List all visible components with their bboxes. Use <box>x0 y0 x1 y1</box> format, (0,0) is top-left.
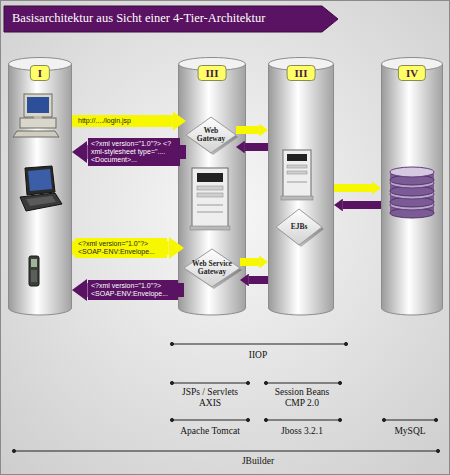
diamond-body <box>186 117 236 153</box>
bracket-end <box>170 381 173 384</box>
component-name: EJBs <box>291 223 308 232</box>
message-label: http://..../login.jsp <box>75 115 171 127</box>
component-name: Web Service Gateway <box>188 260 236 277</box>
tier-pillar: IV <box>381 57 443 315</box>
bracket-end <box>170 342 173 345</box>
title-arrow <box>4 6 338 32</box>
data-flow-arrow <box>245 143 268 151</box>
technology-label: Session Beans <box>242 387 362 398</box>
tier-number: III <box>198 65 227 81</box>
technology-label: JBuilder <box>198 456 318 467</box>
technology-label: AXIS <box>150 398 270 409</box>
diamond-text-area: EJBs <box>276 209 322 245</box>
bracket-end <box>436 449 439 452</box>
message-label: <?xml version="1.0"?> <SOAP-ENV:Envelope… <box>75 238 167 258</box>
diamond-body <box>276 209 322 245</box>
data-flow-arrow <box>343 201 381 209</box>
tier-number: IV <box>398 65 426 81</box>
data-flow-arrow <box>72 115 173 127</box>
bracket-end <box>264 418 267 421</box>
component-diamond: EJBs <box>276 209 322 245</box>
component-diamond: Web Service Gateway <box>184 249 240 287</box>
pillar-body <box>179 64 246 315</box>
diamond-body <box>184 249 240 287</box>
bracket-line <box>266 383 340 384</box>
technology-label: Jboss 3.2.1 <box>242 426 362 437</box>
bracket-line <box>172 344 346 345</box>
bracket-end <box>338 381 341 384</box>
technology-label: JSPs / Servlets <box>150 387 270 398</box>
technology-label: Apache Tomcat <box>150 426 270 437</box>
pillar-outline <box>268 57 334 315</box>
bracket-end <box>246 381 249 384</box>
bracket-end <box>246 418 249 421</box>
bracket-end <box>170 418 173 421</box>
tier-number: I <box>30 65 50 81</box>
tier-number: III <box>287 65 316 81</box>
data-flow-arrow <box>249 276 268 284</box>
diamond-text-area: Web Service Gateway <box>184 249 240 287</box>
bracket-end <box>382 418 385 421</box>
tier-pillar: I <box>8 57 72 315</box>
bracket-end <box>338 418 341 421</box>
message-label: <?xml version="1.0"?> <?xml-stylesheet t… <box>88 138 180 166</box>
component-name: Web Gateway <box>193 127 229 144</box>
technology-label: MySQL <box>350 426 450 437</box>
bracket-line <box>14 451 438 452</box>
data-flow-arrow <box>236 126 259 134</box>
diamond-text-area: Web Gateway <box>186 117 236 153</box>
bracket-end <box>264 381 267 384</box>
bracket-end <box>344 342 347 345</box>
message-label: <?xml version="1.0"?> <SOAP-ENV:Envelope… <box>88 280 178 300</box>
bracket-line <box>172 383 248 384</box>
pillar-outline <box>8 57 72 315</box>
bracket-line <box>172 420 248 421</box>
bracket-line <box>384 420 436 421</box>
pillar-outline <box>381 57 443 315</box>
tier-pillar: III EJBs <box>268 57 334 315</box>
component-diamond: Web Gateway <box>186 117 236 153</box>
pillar-body <box>9 64 72 315</box>
bracket-end <box>12 449 15 452</box>
data-flow-arrow <box>334 184 372 192</box>
bracket-end <box>434 418 437 421</box>
title-text: Basisarchitektur aus Sicht einer 4-Tier-… <box>12 11 332 26</box>
tier-pillar: III Web GatewayWeb Service Gateway <box>178 57 246 315</box>
data-flow-arrow <box>240 258 259 266</box>
technology-label: CMP 2.0 <box>242 398 362 409</box>
bracket-line <box>266 420 340 421</box>
scope-brackets <box>12 342 439 452</box>
technology-label: IIOP <box>198 350 318 361</box>
pillar-body <box>382 64 443 315</box>
pillar-body <box>269 64 334 315</box>
